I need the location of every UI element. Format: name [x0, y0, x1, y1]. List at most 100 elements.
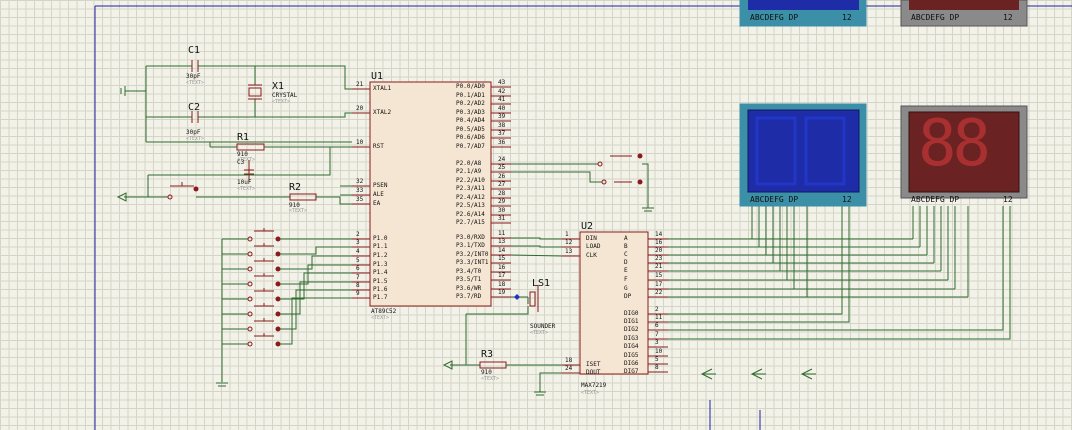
u1-rpin-num-25: 25	[498, 164, 506, 171]
u2-rpin-name-17: G	[624, 285, 628, 292]
x1-text: <TEXT>	[272, 99, 291, 105]
u1-rpin-name-11: P3.0/RXD	[456, 234, 485, 241]
u1-rpin-num-41: 41	[498, 96, 506, 103]
u2-pin-num-1: 1	[565, 231, 569, 238]
u1-pin-name-6: P1.4	[373, 269, 388, 276]
u2-rpin-name-10: DIG5	[624, 352, 639, 359]
u1-rpin-name-14: P3.2/INT0	[456, 251, 489, 258]
u2-rpin-num-17: 17	[655, 281, 663, 288]
c3-ref: C3	[237, 159, 245, 166]
led-segment-label: ABCDEFG DP	[911, 195, 960, 204]
r1-ref: R1	[237, 132, 250, 143]
button-contact	[275, 281, 281, 287]
u2-pin-name-18: ISET	[586, 361, 601, 368]
u2-pin-name-1: DIN	[586, 235, 597, 242]
u2-rpin-name-6: DIG2	[624, 326, 639, 333]
u2-rpin-num-23: 23	[655, 255, 663, 262]
u1-rpin-num-16: 16	[498, 264, 506, 271]
u2-rpin-name-15: F	[624, 276, 628, 283]
u2-rpin-num-15: 15	[655, 272, 663, 279]
u1-pin-num-7: 7	[356, 274, 360, 281]
wire	[148, 147, 331, 176]
lcd-digit	[755, 116, 797, 186]
u1-rpin-name-17: P3.5/T1	[456, 276, 482, 283]
r1-body	[236, 143, 265, 151]
u1-body	[369, 81, 492, 307]
u1-rpin-num-37: 37	[498, 130, 506, 137]
u1-pin-name-20: XTAL2	[373, 109, 392, 116]
button-contact	[247, 341, 253, 347]
u1-rpin-num-26: 26	[498, 173, 506, 180]
lcd-digit	[804, 116, 846, 186]
u2-rpin-name-8: DIG7	[624, 368, 639, 375]
u1-pin-name-4: P1.2	[373, 252, 388, 259]
u1-pin-num-3: 3	[356, 239, 360, 246]
u1-rpin-name-26: P2.2/A10	[456, 177, 485, 184]
ground-arrow	[116, 192, 127, 202]
wire	[465, 314, 480, 366]
u1-pin-num-21: 21	[356, 81, 364, 88]
wire	[642, 163, 649, 208]
r2-value: 910	[289, 202, 300, 209]
wire	[668, 206, 774, 264]
u1-rpin-name-13: P3.1/TXD	[456, 242, 485, 249]
r3-ref: R3	[481, 349, 494, 360]
u1-rpin-num-17: 17	[498, 272, 506, 279]
u2-rpin-name-14: A	[624, 235, 628, 242]
u1-pin-num-8: 8	[356, 282, 360, 289]
u2-pin-name-24: DOUT	[586, 369, 601, 376]
u1-pin-name-8: P1.6	[373, 286, 388, 293]
u1-pin-num-35: 35	[356, 196, 364, 203]
button-contact	[275, 311, 281, 317]
lcd-top-segment-label: ABCDEFG DP	[750, 13, 799, 22]
u1-rpin-num-29: 29	[498, 198, 506, 205]
wire	[280, 289, 352, 330]
c2-text: <TEXT>	[186, 136, 205, 142]
wire	[280, 264, 352, 285]
wire	[280, 246, 352, 255]
u2-rpin-name-20: C	[624, 251, 628, 258]
u2-rpin-num-20: 20	[655, 247, 663, 254]
u1-pin-name-9: P1.7	[373, 294, 388, 301]
u2-rpin-num-14: 14	[655, 231, 663, 238]
button-contact	[637, 179, 643, 185]
r2-body	[289, 193, 317, 201]
u1-pin-num-9: 9	[356, 290, 360, 297]
u1-pin-name-35: EA	[373, 200, 381, 207]
button-contact	[275, 266, 281, 272]
u1-rpin-num-18: 18	[498, 281, 506, 288]
r1-text: <TEXT>	[237, 157, 256, 163]
u1-rpin-num-15: 15	[498, 255, 506, 262]
ls1-ref: LS1	[532, 278, 551, 289]
wire	[198, 65, 352, 90]
led-body-top	[909, 0, 1019, 10]
wire	[280, 297, 352, 345]
u1-pin-name-10: RST	[373, 143, 384, 150]
wire	[668, 206, 767, 256]
u1-pin-num-10: 10	[356, 139, 364, 146]
u2-rpin-num-11: 11	[655, 314, 663, 321]
button-contact	[247, 236, 253, 242]
wire	[511, 245, 562, 248]
u1-rpin-name-43: P0.0/AD0	[456, 83, 485, 90]
led-digits: 88	[918, 107, 991, 181]
button-contact	[167, 194, 173, 200]
button-contact	[247, 266, 253, 272]
u2-rpin-name-11: DIG1	[624, 318, 639, 325]
u2-rpin-num-6: 6	[655, 322, 659, 329]
u1-pin-name-33: ALE	[373, 191, 384, 198]
r2-ref: R2	[289, 182, 302, 193]
u2-rpin-num-3: 3	[655, 339, 659, 346]
u2-rpin-name-22: DP	[624, 293, 632, 300]
u2-rpin-name-23: D	[624, 259, 628, 266]
lcd-top-digit-label: 12	[842, 13, 852, 22]
u2-rpin-name-21: E	[624, 267, 628, 274]
led-top-digit-label: 12	[1003, 13, 1013, 22]
u1-pin-num-32: 32	[356, 178, 364, 185]
u1-rpin-name-28: P2.4/A12	[456, 194, 485, 201]
u1-rpin-num-24: 24	[498, 156, 506, 163]
u1-rpin-name-18: P3.6/WR	[456, 285, 482, 292]
u1-part: AT89C52	[371, 308, 397, 315]
